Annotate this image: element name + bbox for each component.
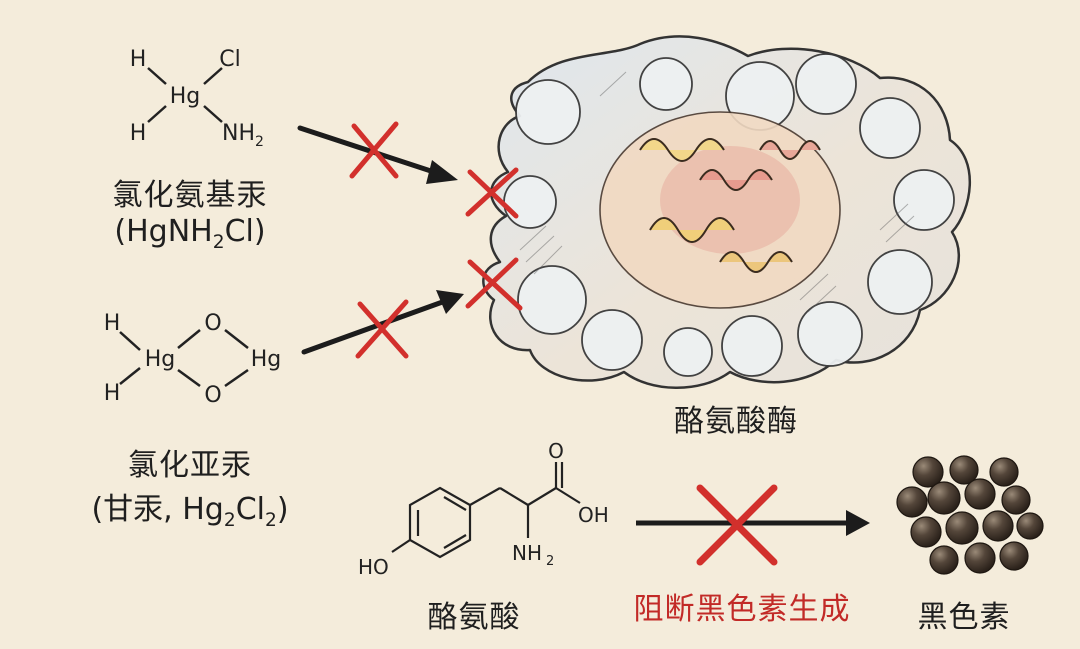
atom-hg: Hg [145,347,176,372]
atom-h: H [130,121,147,146]
inhibition-arrow-upper [297,121,458,184]
atom-nh: NH [512,541,542,565]
atom-hg: Hg [170,84,201,109]
calomel-name: 氯化亚汞 [128,448,252,483]
atom-nh-subscript: 2 [546,554,554,569]
atom-o: O [204,383,221,408]
block-melanin-label: 阻断黑色素生成 [633,592,851,627]
blocked-reaction-arrow [636,484,870,566]
melanin-granules [896,455,1044,575]
cross-icon [349,121,399,179]
cross-icon [465,257,523,311]
mercury-amide-formula: (HgNH2Cl) [114,214,266,253]
melanin-label: 黑色素 [917,600,1011,635]
atom-nh-subscript: 2 [255,134,264,150]
cross-icon [696,484,778,566]
atom-h: H [104,311,121,336]
mercury-amide-name: 氯化氨基汞 [112,178,268,213]
atom-nh: NH [222,121,255,146]
atom-hg: Hg [251,347,282,372]
tyrosine-label: 酪氨酸 [427,600,521,635]
mercury-amide-structure: H Cl Hg H NH 2 [130,47,264,150]
atom-o: O [204,311,221,336]
calomel-formula: (甘汞, Hg2Cl2) [91,492,289,531]
calomel-structure: H H Hg Hg O O [104,311,282,408]
atom-ho: HO [358,555,389,579]
atom-h: H [130,47,147,72]
tyrosinase-enzyme-illustration [465,35,972,389]
atom-oh: OH [578,503,609,527]
atom-h: H [104,381,121,406]
cross-icon [465,167,519,219]
tyrosine-structure: O OH NH 2 HO [358,439,609,579]
enzyme-label: 酪氨酸酶 [674,404,798,439]
cross-icon [355,299,409,359]
atom-cl: Cl [219,47,240,72]
atom-o: O [548,439,564,463]
inhibition-arrow-lower [301,290,464,359]
